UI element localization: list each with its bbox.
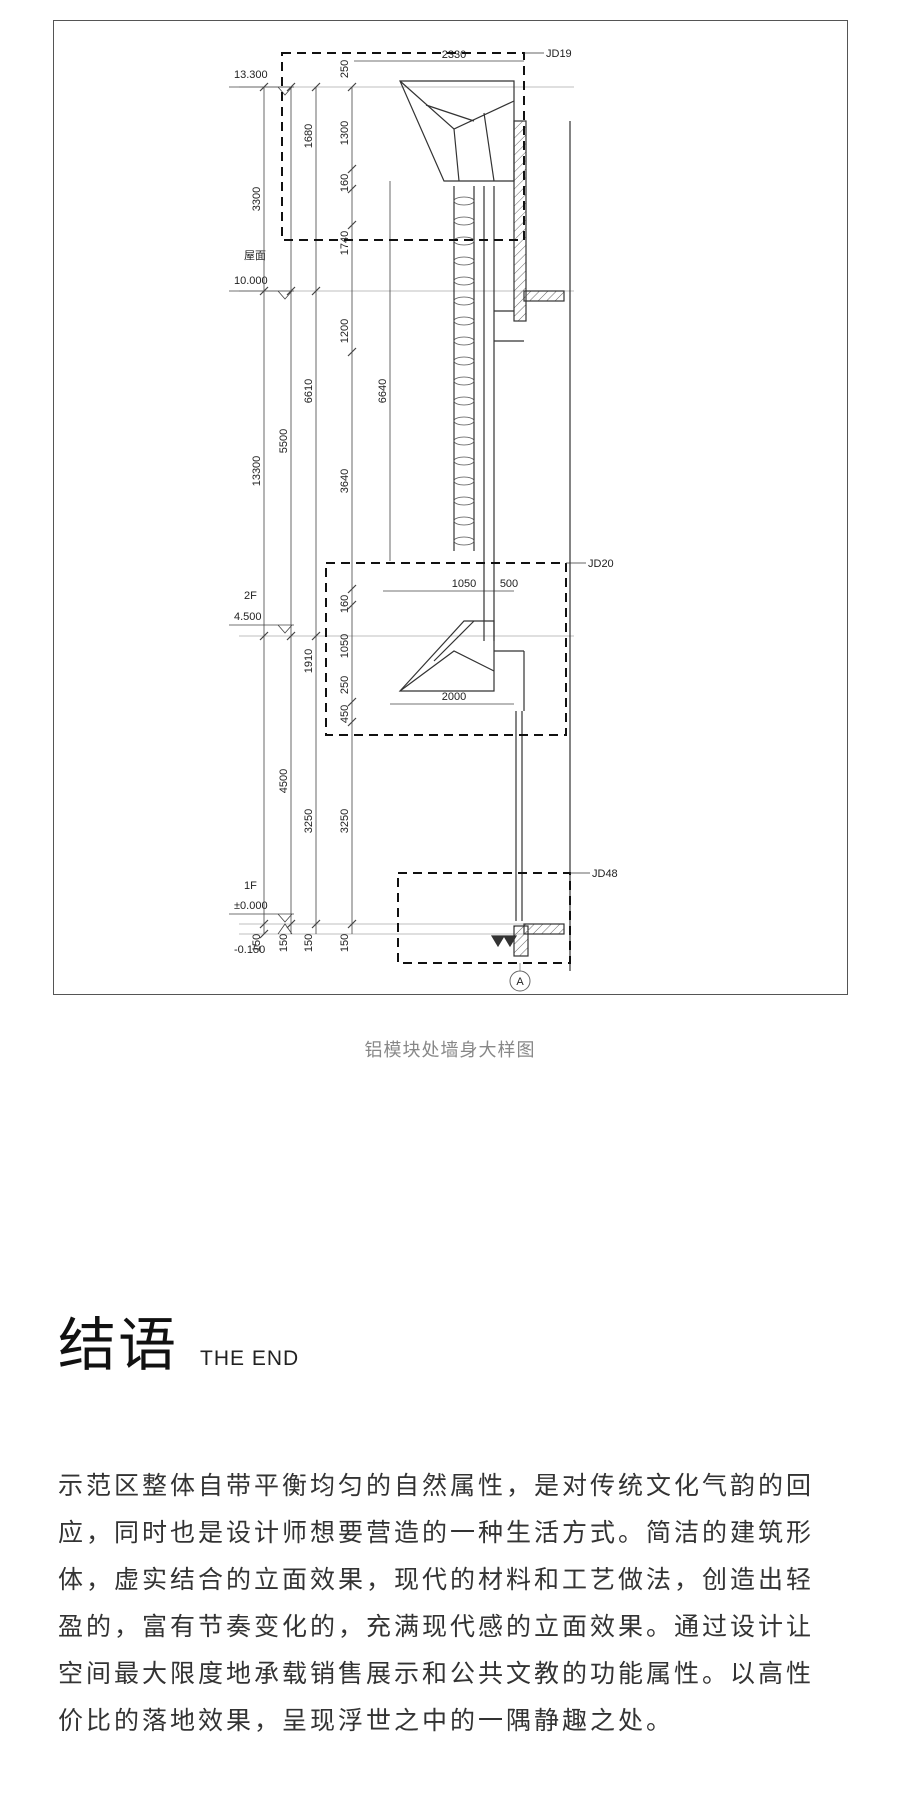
dim-6610: 6610 (303, 379, 315, 403)
dim-450: 450 (339, 705, 351, 723)
dim-2000: 2000 (442, 691, 466, 703)
dim-1050-b: 1050 (339, 634, 351, 658)
section-title-en: THE END (200, 1347, 300, 1370)
dim-3250-a: 3250 (303, 809, 315, 833)
dim-3300: 3300 (251, 187, 263, 211)
detail-label-jd20: JD20 (588, 558, 614, 570)
paragraph-line: 空间最大限度地承载销售展示和公共文教的功能属性。以高性 (58, 1659, 815, 1688)
level-1f-name: 1F (244, 880, 257, 892)
detail-box-jd19 (281, 52, 525, 241)
dim-250-a: 250 (339, 60, 351, 78)
level-roof-name: 屋面 (244, 249, 266, 262)
dim-1680: 1680 (303, 124, 315, 148)
dim-500: 500 (500, 578, 518, 590)
section-heading: 结语 THE END (58, 1298, 299, 1382)
paragraph-line: 价比的落地效果，呈现浮世之中的一隅静趣之处。 (58, 1706, 675, 1735)
dim-160-a: 160 (339, 174, 351, 192)
detail-leaders (524, 52, 590, 874)
dimension-lines (259, 82, 391, 939)
dim-150-a: 150 (251, 934, 263, 952)
figure-caption: 铝模块处墙身大样图 (364, 1040, 536, 1061)
dim-1300: 1300 (339, 121, 351, 145)
level-1f-label: ±0.000 (234, 900, 268, 912)
wall-section-svg: 13.300 屋面 10.000 2F 4.500 1F ±0.000 -0.1… (229, 48, 618, 992)
section-drawing: 13.300 屋面 10.000 2F 4.500 1F ±0.000 -0.1… (53, 20, 848, 995)
dim-1200: 1200 (339, 319, 351, 343)
structure-lines (398, 80, 571, 971)
dim-3640: 3640 (339, 469, 351, 493)
level-markers (229, 86, 294, 935)
paragraph-line: 示范区整体自带平衡均匀的自然属性，是对传统文化气韵的回 (58, 1471, 815, 1500)
detail-boxes (281, 52, 571, 964)
level-top-label: 13.300 (234, 69, 268, 81)
dim-250-b: 250 (339, 676, 351, 694)
detail-label-jd19: JD19 (546, 48, 572, 60)
detail-box-jd48 (397, 872, 571, 964)
dim-1740: 1740 (339, 231, 351, 255)
dim-150-c: 150 (303, 934, 315, 952)
dim-6640: 6640 (377, 379, 389, 403)
dim-4500: 4500 (278, 769, 290, 793)
dim-5500: 5500 (278, 429, 290, 453)
grid-axis-bubble (509, 970, 531, 992)
dim-150-d: 150 (339, 934, 351, 952)
dim-1910: 1910 (303, 649, 315, 673)
level-2f-label: 4.500 (234, 611, 262, 623)
paragraph-line: 盈的，富有节奏变化的，充满现代感的立面效果。通过设计让 (58, 1612, 815, 1641)
dim-13300: 13300 (251, 456, 263, 487)
section-title-cn: 结语 (58, 1311, 179, 1379)
paragraph-line: 体，虚实结合的立面效果，现代的材料和工艺做法，创造出轻 (58, 1565, 815, 1594)
lamp-column (453, 196, 475, 546)
dim-160-b: 160 (339, 595, 351, 613)
level-roof-label: 10.000 (234, 275, 268, 287)
level-2f-name: 2F (244, 590, 257, 602)
detail-box-jd20 (325, 562, 567, 736)
paragraph-line: 应，同时也是设计师想要营造的一种生活方式。简洁的建筑形 (58, 1518, 815, 1547)
dim-1050-a: 1050 (452, 578, 476, 590)
detail-label-jd48: JD48 (592, 868, 618, 880)
dim-3250-b: 3250 (339, 809, 351, 833)
grid-axis-label: A (516, 976, 524, 988)
conclusion-paragraph: 示范区整体自带平衡均匀的自然属性，是对传统文化气韵的回 应，同时也是设计师想要营… (58, 1462, 848, 1744)
dim-2330: 2330 (442, 49, 466, 61)
dim-150-b: 150 (278, 934, 290, 952)
level-ground-label: -0.150 (234, 944, 265, 956)
horizontal-dimensions (354, 60, 524, 705)
